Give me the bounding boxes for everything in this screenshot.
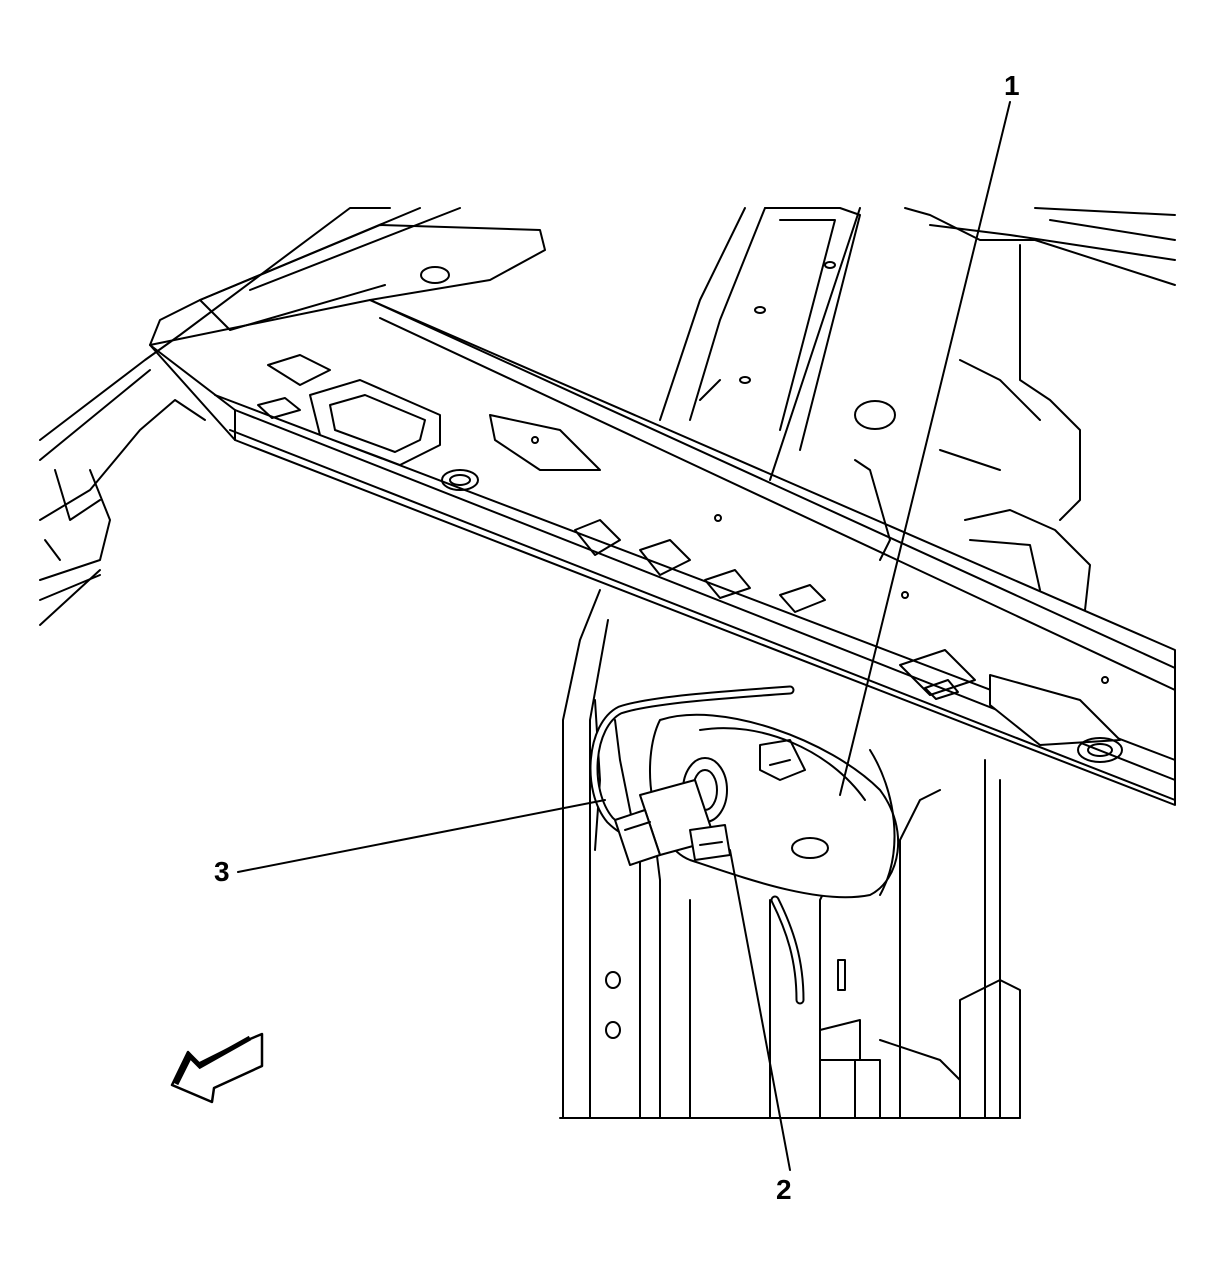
left-roof-panel [39, 207, 461, 626]
leader-line-2 [729, 849, 791, 1171]
upper-right-body-structure [659, 207, 1176, 611]
leader-lines [237, 101, 1011, 1171]
forward-direction-arrow-icon [170, 1032, 264, 1104]
callout-label-1: 1 [1004, 70, 1020, 101]
callout-label-3: 3 [214, 856, 230, 887]
callout-label-2: 2 [776, 1174, 792, 1205]
roof-header-rail [149, 224, 1176, 806]
leader-line-1 [839, 101, 1011, 796]
electrical-connector [614, 757, 731, 866]
leader-line-3 [237, 799, 606, 873]
b-pillar [559, 589, 1021, 1119]
